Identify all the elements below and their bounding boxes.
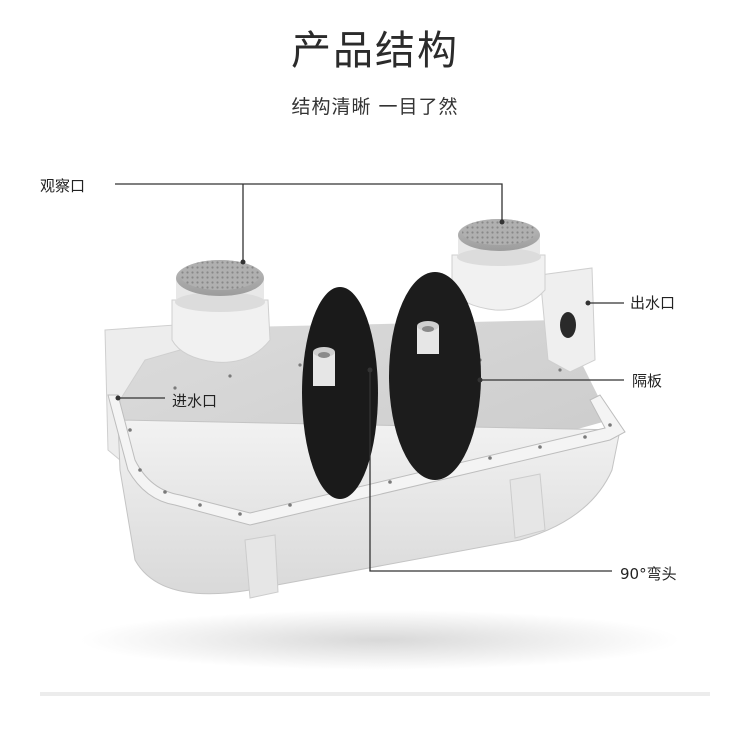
right-observation-port	[451, 219, 546, 311]
tank-rib-right	[509, 473, 546, 539]
label-inlet: 进水口	[172, 392, 218, 410]
leader-dots	[115, 219, 591, 401]
baffle-front	[302, 287, 378, 499]
label-outlet: 出水口	[630, 294, 676, 312]
label-baffle: 隔板	[632, 372, 663, 390]
base-line	[40, 692, 710, 696]
tank-rib-left	[244, 534, 279, 599]
baffle-back	[389, 272, 481, 480]
tank-rim	[107, 394, 626, 526]
left-observation-port	[171, 260, 271, 363]
floor-shadow	[80, 610, 680, 670]
page-title: 产品结构	[291, 28, 459, 74]
leader-lines	[115, 183, 624, 572]
elbow-pipe-front	[313, 347, 335, 386]
outlet-hole	[560, 312, 576, 338]
leader-elbow	[369, 370, 612, 572]
page-subtitle: 结构清晰 一目了然	[291, 96, 459, 118]
elbow-pipe-back	[417, 321, 439, 354]
label-elbow: 90°弯头	[620, 565, 677, 583]
label-observation-port: 观察口	[40, 177, 86, 195]
leader-observation	[115, 183, 503, 222]
